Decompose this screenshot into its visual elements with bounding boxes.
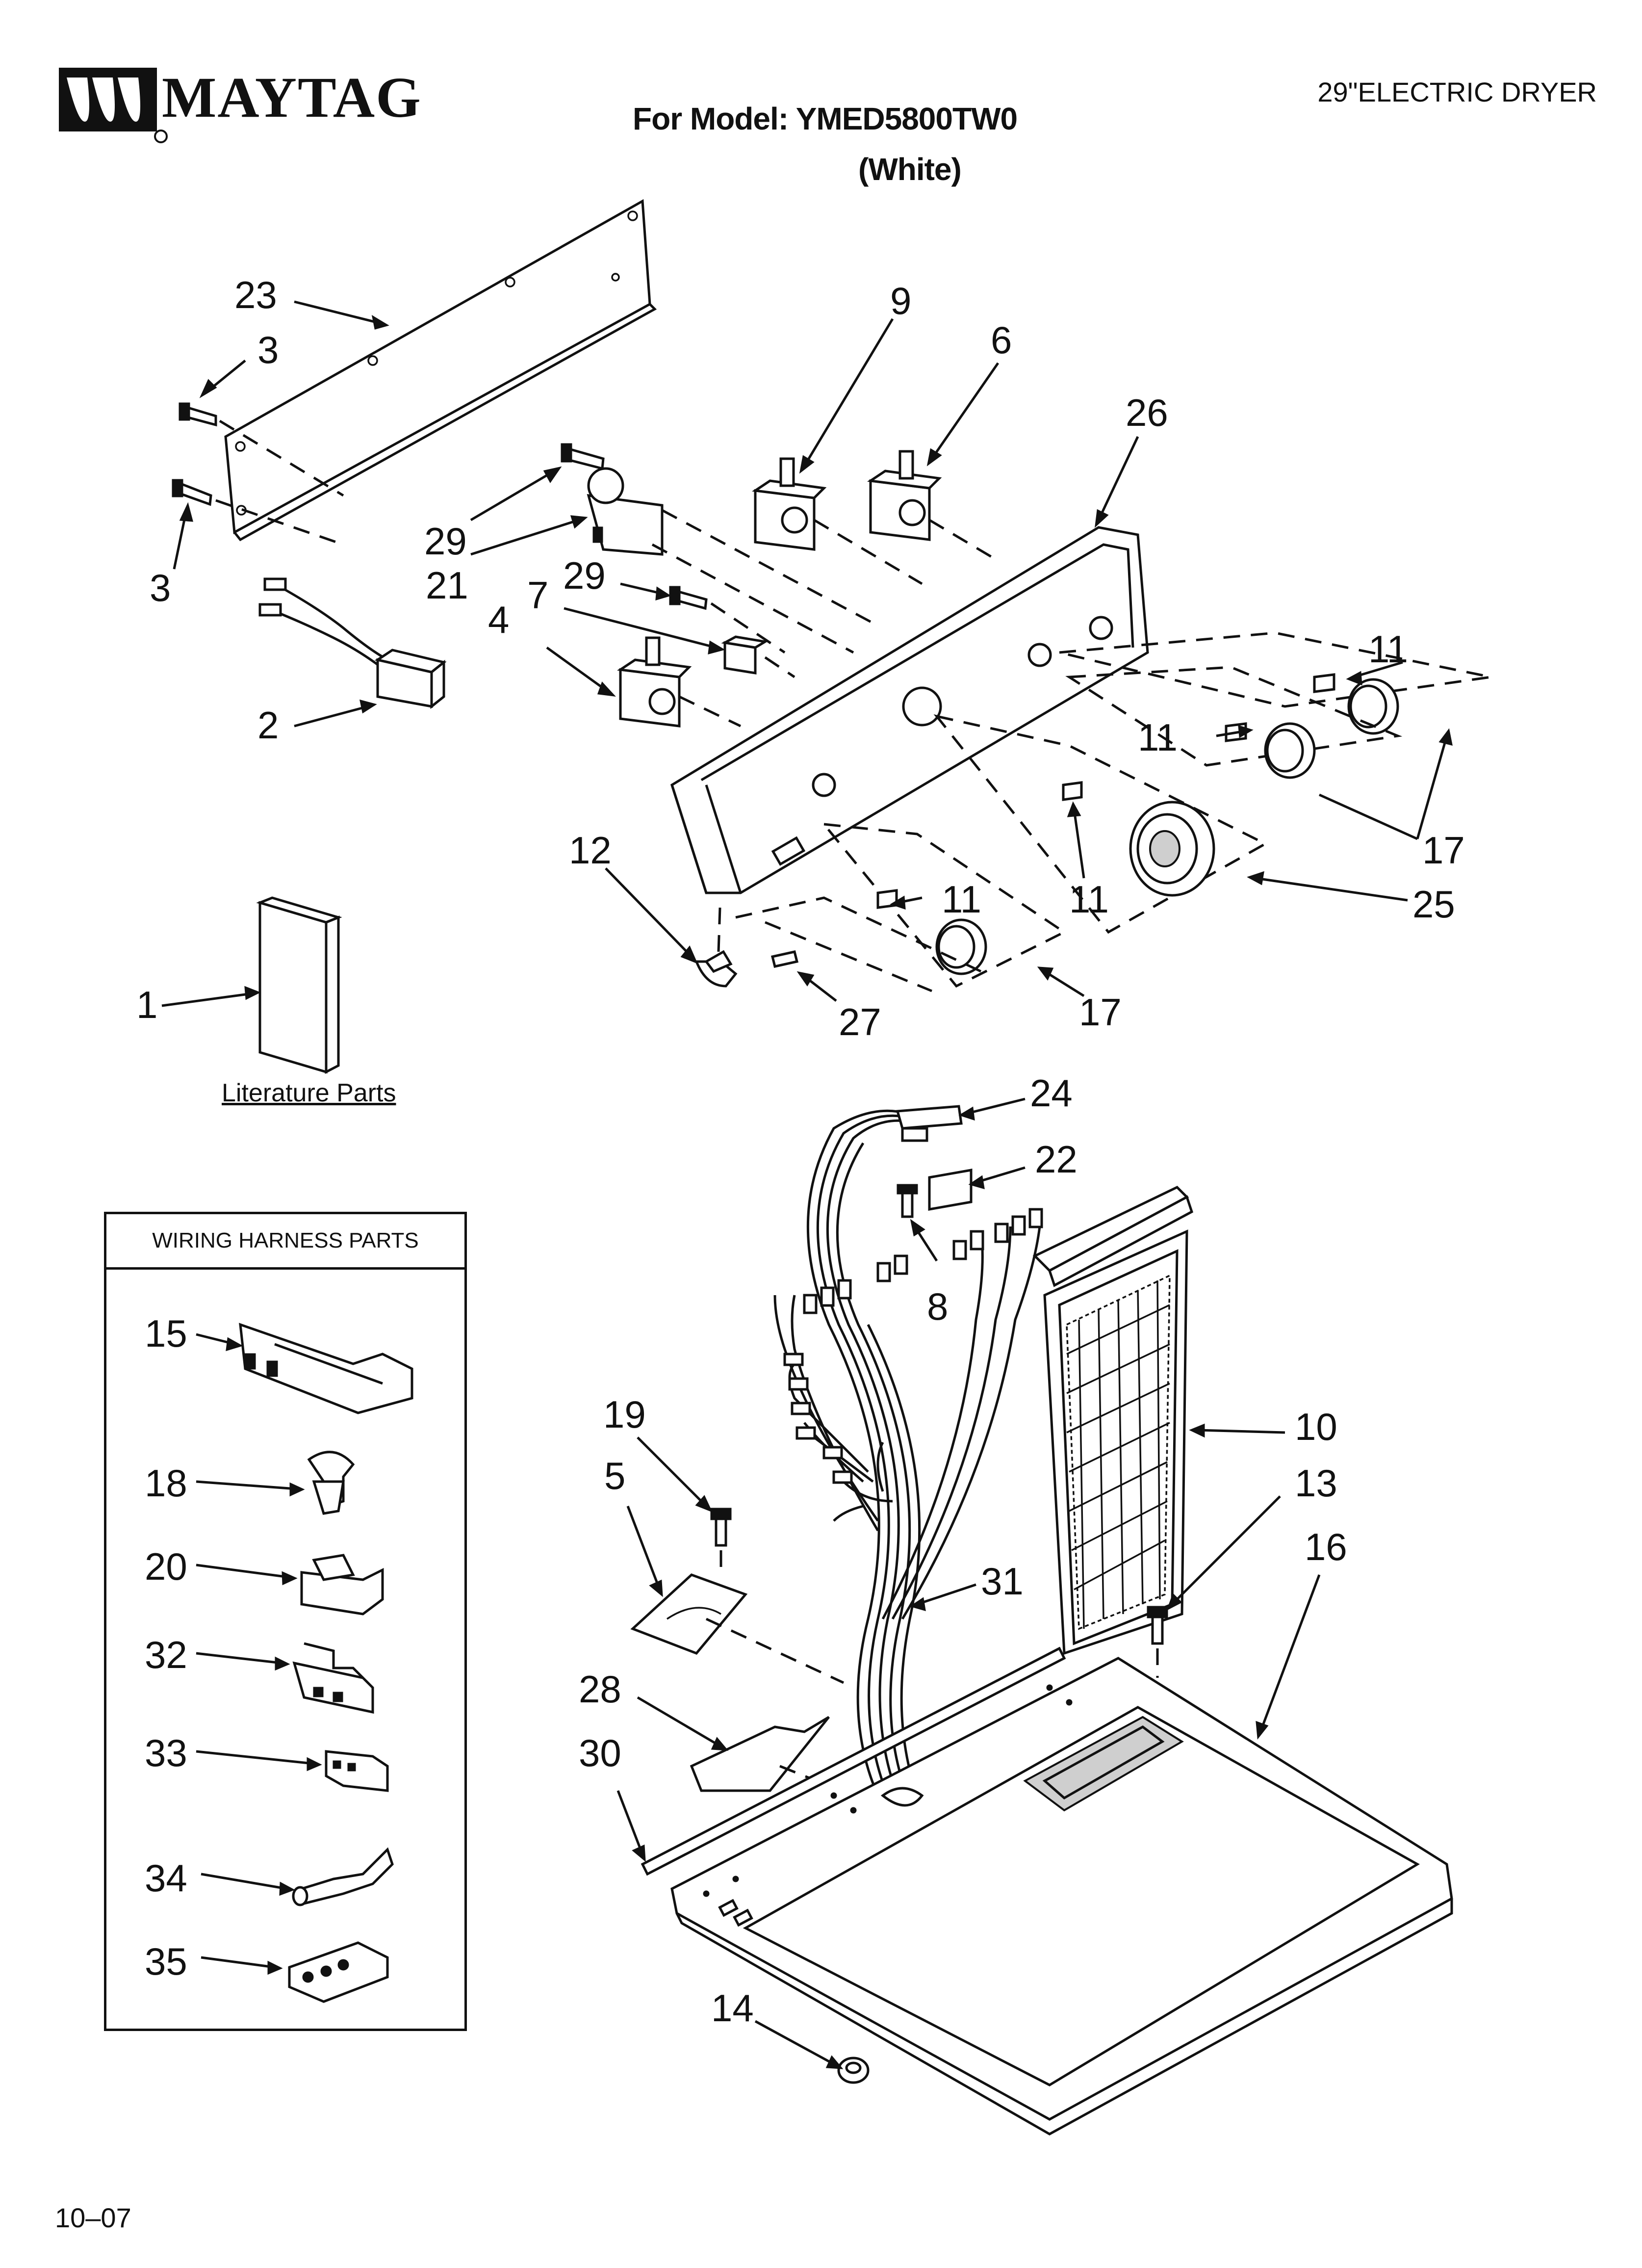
callout-15: 15 bbox=[145, 1312, 187, 1355]
callout-9: 9 bbox=[890, 279, 911, 322]
callout-29: 29 bbox=[424, 520, 467, 563]
brand-name: MAYTAG bbox=[162, 65, 422, 130]
callout-7: 7 bbox=[527, 574, 548, 617]
screw-part bbox=[897, 1184, 918, 1218]
callout-32: 32 bbox=[145, 1633, 187, 1676]
callout-35: 35 bbox=[145, 1940, 187, 1983]
callout-1: 1 bbox=[136, 983, 157, 1026]
knob-part bbox=[821, 822, 1067, 988]
callout-13: 13 bbox=[1295, 1461, 1337, 1505]
callout-29: 29 bbox=[563, 554, 606, 597]
connector-part bbox=[239, 1323, 413, 1414]
callout-33: 33 bbox=[145, 1731, 187, 1774]
wire-terminals bbox=[783, 1208, 1043, 1484]
callout-30: 30 bbox=[579, 1731, 621, 1774]
clip-part bbox=[694, 907, 738, 988]
screw-part bbox=[561, 443, 786, 654]
callout-8: 8 bbox=[927, 1285, 948, 1328]
knob-part bbox=[1065, 666, 1403, 779]
callout-17: 17 bbox=[1079, 991, 1122, 1034]
callout-24: 24 bbox=[1030, 1071, 1073, 1115]
callout-23: 23 bbox=[234, 273, 277, 316]
callout-22: 22 bbox=[1035, 1138, 1078, 1181]
switch-part bbox=[752, 457, 923, 585]
lint-screen-part bbox=[1032, 1185, 1194, 1655]
wiring-harness-title: WIRING HARNESS PARTS bbox=[104, 1212, 467, 1270]
callout-11: 11 bbox=[1138, 716, 1178, 759]
maytag-logo-icon bbox=[59, 68, 168, 143]
rear-bracket-part bbox=[224, 199, 657, 542]
timer-part bbox=[587, 467, 874, 654]
wire-plug-part bbox=[258, 577, 447, 709]
model-color: (White) bbox=[858, 152, 962, 187]
screw-part bbox=[172, 402, 344, 546]
connector-part bbox=[300, 1554, 384, 1616]
connector-part bbox=[288, 1941, 389, 2003]
knob-part bbox=[1059, 631, 1491, 735]
terminal-part bbox=[292, 1847, 394, 1906]
callout-21: 21 bbox=[426, 564, 468, 607]
callout-20: 20 bbox=[145, 1545, 187, 1588]
console-part bbox=[670, 526, 1149, 894]
screw-part bbox=[1147, 1606, 1168, 1678]
connector-part bbox=[292, 1642, 374, 1714]
brand-logo bbox=[58, 63, 411, 146]
wire-harness-part bbox=[773, 1109, 1041, 1797]
callout-28: 28 bbox=[579, 1668, 621, 1711]
callout-12: 12 bbox=[569, 829, 612, 872]
callout-2: 2 bbox=[257, 704, 279, 747]
callout-16: 16 bbox=[1305, 1525, 1347, 1568]
callout-11: 11 bbox=[942, 878, 981, 921]
selector-knob-part bbox=[933, 714, 1268, 934]
product-type: 29"ELECTRIC DRYER bbox=[1317, 77, 1597, 107]
callout-10: 10 bbox=[1295, 1405, 1337, 1448]
callout-3: 3 bbox=[257, 328, 279, 371]
seal-part bbox=[837, 2057, 870, 2084]
callout-31: 31 bbox=[981, 1560, 1024, 1603]
literature-part bbox=[256, 896, 342, 1074]
connector-part bbox=[307, 1451, 355, 1515]
callout-5: 5 bbox=[604, 1454, 625, 1497]
push-switch-part bbox=[721, 635, 795, 678]
callout-27: 27 bbox=[839, 1000, 881, 1043]
top-panel-part bbox=[670, 1657, 1453, 2136]
callout-19: 19 bbox=[603, 1393, 646, 1436]
callout-14: 14 bbox=[711, 1986, 754, 2030]
callout-3: 3 bbox=[150, 566, 171, 609]
callout-34: 34 bbox=[145, 1856, 187, 1900]
callout-17: 17 bbox=[1422, 829, 1465, 872]
gasket-part bbox=[641, 1646, 1066, 1876]
screw-part bbox=[710, 1508, 732, 1575]
callout-18: 18 bbox=[145, 1461, 187, 1505]
callout-25: 25 bbox=[1412, 883, 1455, 926]
footer-date: 10–07 bbox=[55, 2202, 131, 2233]
bracket-part bbox=[630, 1573, 845, 1684]
callout-26: 26 bbox=[1126, 391, 1168, 434]
callout-6: 6 bbox=[991, 318, 1012, 362]
insert-part bbox=[770, 950, 799, 968]
wiring-harness-box bbox=[104, 1212, 467, 2031]
callout-11: 11 bbox=[1069, 878, 1109, 921]
callout-11: 11 bbox=[1368, 627, 1408, 671]
switch-part bbox=[617, 636, 742, 728]
callout-4: 4 bbox=[488, 598, 509, 641]
harness-connector-part bbox=[896, 1105, 973, 1211]
switch-part bbox=[867, 450, 997, 561]
connector-part bbox=[325, 1750, 389, 1792]
literature-caption: Literature Parts bbox=[222, 1079, 396, 1107]
model-title: For Model: YMED5800TW0 bbox=[633, 101, 1018, 136]
